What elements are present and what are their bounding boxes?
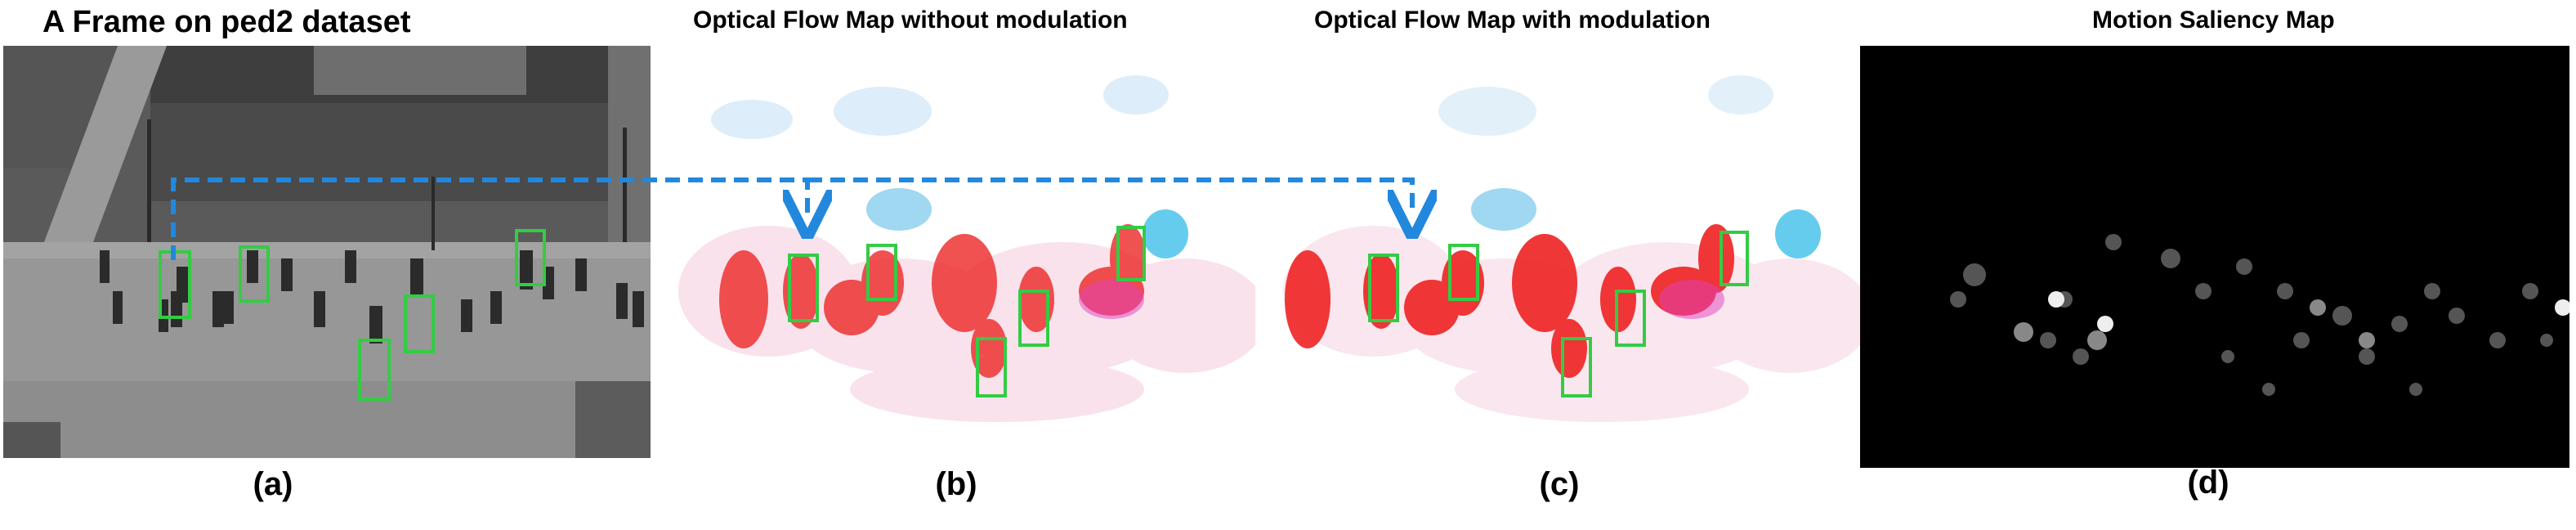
optical-flow-image-b bbox=[654, 46, 1255, 458]
motion-saliency-map-panel bbox=[1860, 46, 2569, 468]
optical-flow-with-modulation-panel bbox=[1259, 46, 1860, 458]
caption-d: (d) bbox=[2187, 465, 2229, 501]
optical-flow-without-modulation-panel bbox=[654, 46, 1255, 458]
detection-box bbox=[1448, 244, 1479, 301]
detection-box bbox=[1368, 254, 1399, 322]
caption-c: (c) bbox=[1539, 466, 1580, 502]
frame-image-panel bbox=[3, 46, 651, 458]
caption-a: (a) bbox=[253, 466, 293, 502]
panel-d-title: Motion Saliency Map bbox=[2092, 7, 2335, 34]
detection-box bbox=[1116, 226, 1146, 281]
detection-box bbox=[976, 337, 1007, 398]
detection-box bbox=[1561, 337, 1592, 398]
saliency-map-image bbox=[1860, 46, 2569, 468]
detection-box bbox=[1720, 231, 1749, 286]
caption-b: (b) bbox=[935, 466, 977, 502]
detection-box bbox=[866, 244, 897, 301]
detection-box bbox=[404, 294, 435, 353]
panel-b-title: Optical Flow Map without modulation bbox=[693, 7, 1128, 34]
detection-box bbox=[358, 339, 391, 401]
panel-c-title: Optical Flow Map with modulation bbox=[1314, 7, 1711, 34]
ped2-frame-image bbox=[3, 46, 651, 458]
detection-box bbox=[1018, 290, 1049, 347]
panel-a-title: A Frame on ped2 dataset bbox=[42, 5, 411, 39]
optical-flow-image-c bbox=[1259, 46, 1860, 458]
detection-box bbox=[1615, 290, 1646, 347]
